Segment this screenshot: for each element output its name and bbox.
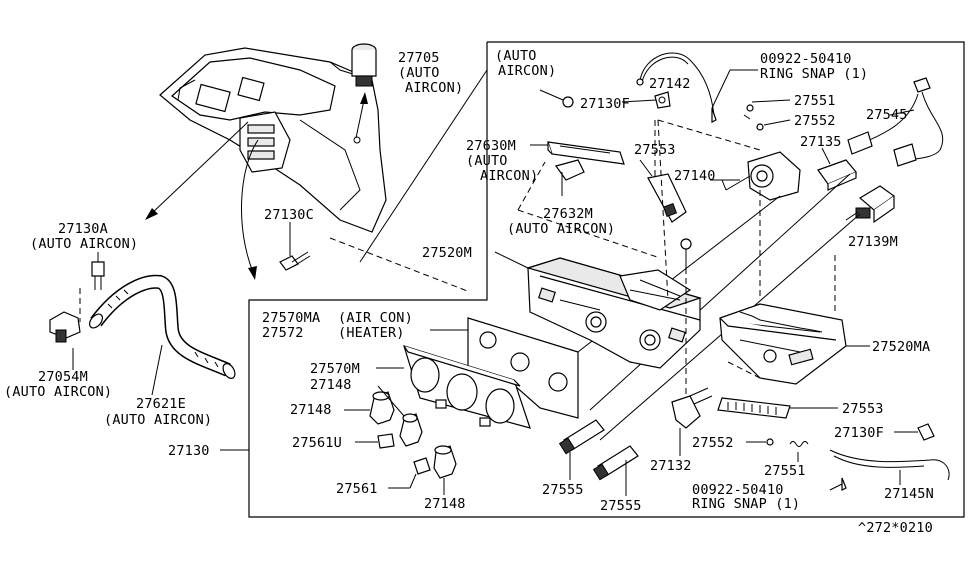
label-27520M: 27520M xyxy=(422,245,472,261)
label-27705: 27705 xyxy=(398,50,440,66)
label-27705-note-2: AIRCON) xyxy=(405,80,463,96)
label-ring-snap-top: RING SNAP (1) xyxy=(760,66,868,82)
label-27054M-note: (AUTO AIRCON) xyxy=(4,384,112,400)
label-27570M: 27570M xyxy=(310,361,360,377)
label-27553-top: 27553 xyxy=(634,142,676,158)
label-27132: 27132 xyxy=(650,458,692,474)
detail-frame xyxy=(220,41,965,518)
face-plates xyxy=(376,317,579,429)
label-27630M-note-1: (AUTO xyxy=(466,153,508,169)
label-27630M-note-2: AIRCON) xyxy=(480,168,538,184)
label-27570MA-note: (AIR CON) xyxy=(338,310,413,326)
label-27553-bottom: 27553 xyxy=(842,401,884,417)
switch-27705 xyxy=(351,43,377,87)
lower-right-parts xyxy=(558,387,950,496)
label-27552-bottom: 27552 xyxy=(692,435,734,451)
label-ring-snap-bottom: RING SNAP (1) xyxy=(692,496,800,512)
label-27135: 27135 xyxy=(800,134,842,150)
label-00922-top: 00922-50410 xyxy=(760,51,852,67)
label-27621E-note: (AUTO AIRCON) xyxy=(104,412,212,428)
label-27630M: 27630M xyxy=(466,138,516,154)
label-27545: 27545 xyxy=(866,107,908,123)
label-27130F-bottom: 27130F xyxy=(834,425,884,441)
label-27572: 27572 xyxy=(262,325,304,341)
label-27555-b: 27555 xyxy=(600,498,642,514)
left-parts xyxy=(49,252,236,396)
label-27632M: 27632M xyxy=(543,206,593,222)
label-27130F-top: 27130F xyxy=(580,96,630,112)
label-27140: 27140 xyxy=(674,168,716,184)
label-27054M: 27054M xyxy=(38,369,88,385)
bracket-27520MA xyxy=(719,303,870,385)
label-27572-note: (HEATER) xyxy=(338,325,405,341)
label-27142: 27142 xyxy=(649,76,691,92)
label-27561U: 27561U xyxy=(292,435,342,451)
label-27148-b: 27148 xyxy=(290,402,332,418)
label-27705-note-1: (AUTO xyxy=(398,65,440,81)
label-00922-bottom: 00922-50410 xyxy=(692,482,784,498)
part-labels: 27705 (AUTO AIRCON) 27130A (AUTO AIRCON)… xyxy=(4,48,934,536)
label-27621E: 27621E xyxy=(136,396,186,412)
label-27130: 27130 xyxy=(168,443,210,459)
label-27145N: 27145N xyxy=(884,486,934,502)
control-housing-27520M xyxy=(494,119,703,420)
bolt-27130C xyxy=(279,222,471,293)
label-27130A-note: (AUTO AIRCON) xyxy=(30,236,138,252)
label-27551-top: 27551 xyxy=(794,93,836,109)
label-27561: 27561 xyxy=(336,481,378,497)
label-27632M-note: (AUTO AIRCON) xyxy=(507,221,615,237)
label-auto-aircon-1: (AUTO xyxy=(495,48,537,64)
footer-code: ^272*0210 xyxy=(858,520,933,536)
label-27555-a: 27555 xyxy=(542,482,584,498)
label-27552-top: 27552 xyxy=(794,113,836,129)
label-auto-aircon-2: AIRCON) xyxy=(498,63,556,79)
leader-arrows xyxy=(145,92,368,280)
label-27130A: 27130A xyxy=(58,221,108,237)
label-27570MA: 27570MA xyxy=(262,310,320,326)
knobs-and-switches xyxy=(344,385,457,495)
label-27148-a: 27148 xyxy=(310,377,352,393)
top-right-parts xyxy=(517,52,944,441)
label-27520MA: 27520MA xyxy=(872,339,930,355)
label-27148-c: 27148 xyxy=(424,496,466,512)
label-27139M: 27139M xyxy=(848,234,898,250)
label-27551-bottom: 27551 xyxy=(764,463,806,479)
dashboard-illustration xyxy=(159,47,387,233)
label-27130C: 27130C xyxy=(264,207,314,223)
